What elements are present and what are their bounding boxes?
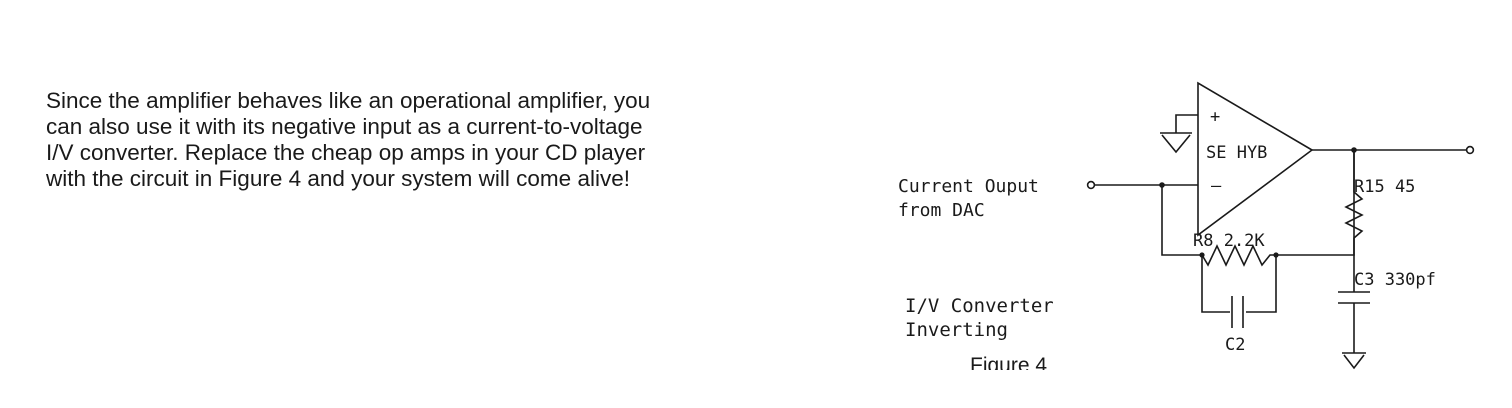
iv-converter-schematic: + – SE HYB Current Ouput from DAC R8 2.2… (898, 81, 1475, 370)
feedback-right-wire (1276, 150, 1355, 256)
capacitor-c3 (1338, 291, 1370, 304)
c2-label: C2 (1225, 335, 1245, 355)
op-amp-minus-sign: – (1211, 176, 1222, 196)
paragraph-line-2: can also use it with its negative input … (46, 114, 643, 139)
ground-symbol-c3 (1342, 352, 1366, 370)
input-label-line-1: Current Ouput (898, 176, 1039, 197)
resistor-r15 (1344, 150, 1364, 292)
paragraph-line-1: Since the amplifier behaves like an oper… (46, 88, 651, 113)
resistor-r8 (1201, 244, 1276, 267)
r15-label: R15 45 (1354, 177, 1415, 197)
output-terminal (1465, 145, 1475, 155)
feedback-left-wire (1161, 185, 1202, 256)
input-label-line-2: from DAC (898, 200, 985, 221)
r8-right-node (1273, 252, 1279, 258)
op-amp-label: SE HYB (1206, 143, 1267, 163)
figure-caption-line-2: Inverting (905, 319, 1008, 341)
ground-symbol-plus-input (1160, 132, 1192, 154)
r8-label: R8 2.2K (1193, 231, 1265, 251)
paragraph-line-3: I/V converter. Replace the cheap op amps… (46, 140, 646, 165)
c3-label: C3 330pf (1354, 270, 1436, 290)
r8-left-node (1199, 252, 1205, 258)
figure-caption-line-1: I/V Converter (905, 295, 1054, 317)
op-amp-plus-sign: + (1210, 107, 1220, 127)
plus-input-wire (1175, 114, 1198, 133)
figure-title: Figure 4 (970, 354, 1047, 370)
input-junction-node (1159, 182, 1165, 188)
paragraph-line-4: with the circuit in Figure 4 and your sy… (46, 166, 630, 191)
body-paragraph: Since the amplifier behaves like an oper… (46, 88, 786, 192)
output-junction-node (1351, 147, 1357, 153)
input-terminal (1086, 180, 1096, 190)
op-amp-symbol (1197, 81, 1314, 237)
c2-left-wire (1201, 255, 1230, 313)
c2-right-wire (1246, 255, 1277, 313)
capacitor-c2 (1231, 296, 1244, 328)
